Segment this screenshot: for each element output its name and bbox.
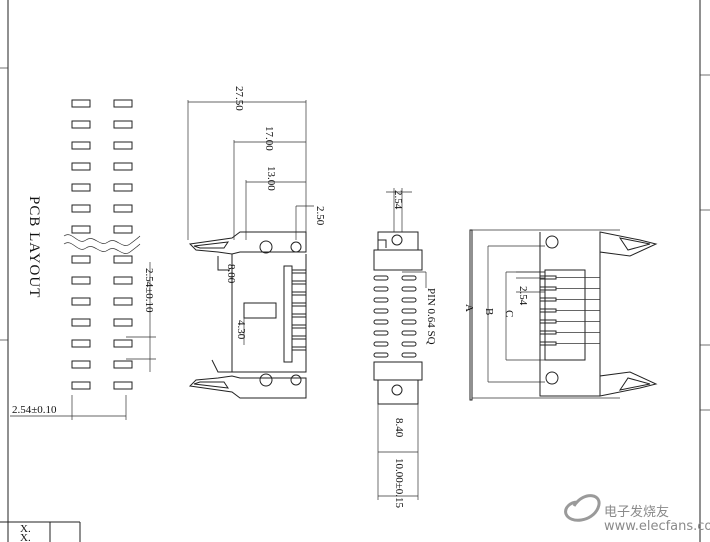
pcb-layout-view: 2.54±0.10 2.54±0.10 PCB LAYOUT [10,99,156,420]
dim-top-pitch: 2.54 [392,190,404,210]
title-row-2: X. [20,532,31,542]
break-line [63,242,141,254]
dim-inner-length: 17.00 [263,126,275,151]
title-row-1: X. [20,523,31,535]
pcb-pad [71,360,91,369]
watermark-logo-icon [564,494,601,522]
pad-column-left [71,99,91,390]
end-pin [373,319,389,325]
end-pin [401,341,417,347]
pcb-pad [113,255,133,264]
front-pitch: 2.54 [517,286,529,306]
pcb-pad [71,183,91,192]
end-pins [373,275,417,358]
dim-slot-length: 13.00 [265,166,277,191]
dim-key-height: 8.00 [225,264,237,284]
end-pin [401,275,417,281]
side-view: 27.50 17.00 13.00 2.50 8.00 4.30 [187,86,326,399]
dim-height-total: 10.00±0.15 [393,458,405,509]
end-pin [401,297,417,303]
front-pin [539,319,557,324]
pcb-pad [113,276,133,285]
pcb-pad [113,120,133,129]
side-pin [291,302,307,307]
pcb-pad [71,255,91,264]
pad-column-right [113,99,133,390]
pcb-pad [71,225,91,234]
side-pin [291,280,307,285]
pin-size-label: PIN 0.64 SQ [425,288,437,345]
pcb-pad [71,99,91,108]
end-pin [373,275,389,281]
pcb-pad [113,183,133,192]
side-pins [291,269,307,351]
side-pin [291,269,307,274]
pcb-pad [71,120,91,129]
dim-c: C [503,310,515,317]
pcb-pad [113,141,133,150]
break-line [63,234,141,246]
pcb-pad [71,141,91,150]
title-block: X. X. [0,521,81,542]
side-pin [291,313,307,318]
dim-a: A [463,304,475,312]
front-pins [539,275,600,346]
pcb-pad [113,225,133,234]
front-pin [539,330,557,335]
pcb-pad [113,99,133,108]
end-pin [373,286,389,292]
dim-b: B [483,308,495,315]
pcb-pad [71,381,91,390]
dim-ejector-offset: 2.50 [314,206,326,226]
end-pin [373,297,389,303]
watermark-url: www.elecfans.com [604,519,710,534]
row-spacing-label: 2.54±0.10 [143,268,155,313]
pcb-pad [71,204,91,213]
dim-overall-length: 27.50 [233,86,245,111]
end-pin [373,341,389,347]
side-pin [291,346,307,351]
pcb-pad [113,381,133,390]
pcb-pad [113,360,133,369]
end-view: 2.54 PIN 0.64 SQ 8.40 10.00±0.15 [373,188,437,509]
pcb-pad [71,276,91,285]
pcb-pad [113,297,133,306]
front-pin [539,341,557,346]
dim-key-width: 4.30 [235,320,247,340]
end-pin [373,308,389,314]
end-pin [401,308,417,314]
watermark-text: 电子发烧友 [604,504,669,520]
dim-height-inner: 8.40 [393,418,405,438]
end-pin [373,330,389,336]
pcb-pad [113,204,133,213]
end-pin [401,319,417,325]
front-view: A B C 2.54 [463,229,658,401]
side-pin [291,335,307,340]
pcb-pad [113,318,133,327]
side-pin [291,291,307,296]
end-pin [401,330,417,336]
front-pin [539,286,557,291]
pitch-label: 2.54±0.10 [12,404,57,416]
pcb-pad [71,339,91,348]
front-pin [539,275,557,280]
front-pin [539,297,557,302]
watermark: 电子发烧友 www.elecfans.com [564,494,710,534]
pcb-layout-title: PCB LAYOUT [26,196,42,298]
end-pin [401,352,417,358]
end-pin [373,352,389,358]
pcb-pad [71,297,91,306]
front-pin [539,308,557,313]
pcb-pad [71,162,91,171]
pcb-pad [113,162,133,171]
side-pin [291,324,307,329]
end-pin [401,286,417,292]
pcb-pad [113,339,133,348]
pcb-pad [71,318,91,327]
